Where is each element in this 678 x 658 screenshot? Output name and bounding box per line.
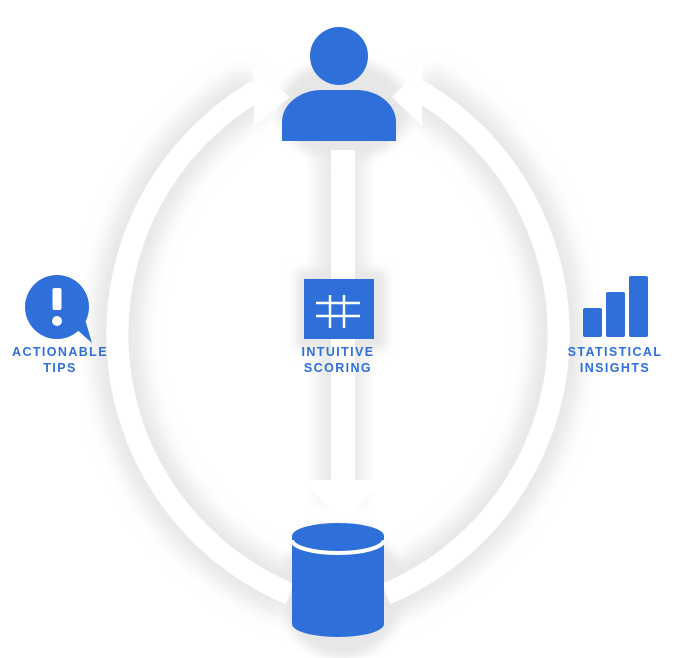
left-arrowhead <box>254 67 290 126</box>
exclamation-dot <box>52 316 62 326</box>
bar-chart-icon <box>583 276 648 337</box>
scoring-icon-box <box>304 279 374 339</box>
actionable-tips-label-line1: ACTIONABLE <box>12 345 108 359</box>
bar-chart-bar-3 <box>629 276 648 337</box>
left-arc-arrow <box>106 80 295 605</box>
database-icon-top <box>292 523 384 549</box>
exclamation-bar <box>52 288 62 310</box>
arrows <box>106 67 570 605</box>
right-arc-arrow <box>381 80 570 605</box>
statistical-insights-label-line2: INSIGHTS <box>579 361 651 375</box>
database-icon-body <box>292 536 384 637</box>
user-icon-body <box>282 90 396 141</box>
bar-chart-bar-2 <box>606 292 625 337</box>
down-arrowhead <box>303 480 383 522</box>
user-icon-head <box>310 27 368 85</box>
bar-chart-bar-1 <box>583 308 602 337</box>
scoring-grid-icon <box>304 279 374 339</box>
scoring-icon-grid <box>316 295 360 328</box>
database-icon <box>290 523 386 637</box>
database-icon-rim <box>290 539 386 555</box>
actionable-tips-label: ACTIONABLE TIPS <box>0 344 120 376</box>
actionable-tips-label-line2: TIPS <box>43 361 77 375</box>
right-arrowhead <box>392 67 422 126</box>
user-icon <box>282 27 396 141</box>
exclamation-speech-bubble-icon <box>25 275 92 343</box>
left-arc-shadow <box>92 68 300 618</box>
intuitive-scoring-label: INTUITIVE SCORING <box>278 344 398 376</box>
statistical-insights-label-line1: STATISTICAL <box>567 345 663 359</box>
speech-bubble-tail <box>74 316 92 343</box>
intuitive-scoring-label-line2: SCORING <box>303 361 373 375</box>
right-arc-shadow <box>376 68 584 618</box>
statistical-insights-label: STATISTICAL INSIGHTS <box>555 344 675 376</box>
intuitive-scoring-label-line1: INTUITIVE <box>301 345 375 359</box>
